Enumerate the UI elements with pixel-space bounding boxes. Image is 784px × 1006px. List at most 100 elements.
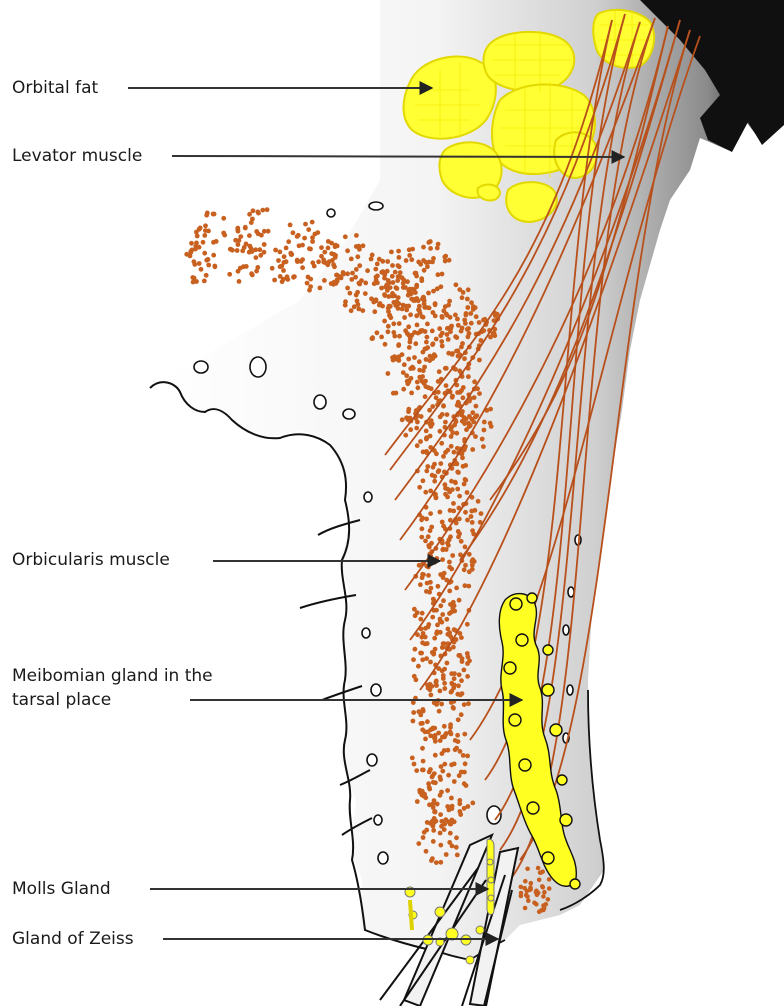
orbicularis-fiber-dot [457,801,462,806]
orbicularis-fiber-dot [272,278,277,283]
orbicularis-fiber-dot [438,510,443,515]
orbicularis-fiber-dot [440,272,445,277]
orbicularis-fiber-dot [438,738,443,743]
orbicularis-fiber-dot [438,461,443,466]
orbicularis-fiber-dot [415,443,420,448]
orbicularis-fiber-dot [472,379,477,384]
orbicularis-fiber-dot [291,230,296,235]
orbicularis-fiber-dot [396,274,401,279]
orbicularis-fiber-dot [429,693,434,698]
orbicularis-fiber-dot [447,538,452,543]
orbicularis-fiber-dot [466,287,471,292]
orbicularis-fiber-dot [471,420,476,425]
orbicularis-fiber-dot [408,312,413,317]
orbicularis-fiber-dot [418,617,423,622]
orbicularis-fiber-dot [442,686,447,691]
orbicularis-fiber-dot [433,302,438,307]
orbicularis-fiber-dot [447,560,452,565]
orbicularis-fiber-dot [421,478,426,483]
orbicularis-fiber-dot [474,314,479,319]
orbicularis-fiber-dot [458,749,463,754]
orbicularis-fiber-dot [433,809,438,814]
orbicularis-fiber-dot [448,722,453,727]
orbicularis-fiber-dot [285,277,290,282]
orbicularis-fiber-dot [464,783,469,788]
orbicularis-fiber-dot [420,374,425,379]
orbicularis-fiber-dot [428,489,433,494]
orbicularis-fiber-dot [442,827,447,832]
orbicularis-fiber-dot [432,726,437,731]
orbicularis-fiber-dot [391,391,396,396]
orbicularis-fiber-dot [470,801,475,806]
orbicularis-fiber-dot [244,264,249,269]
orbicularis-fiber-dot [419,651,424,656]
orbicularis-fiber-dot [457,287,462,292]
orbicularis-fiber-dot [419,535,424,540]
orbicularis-fiber-dot [427,770,432,775]
orbicularis-fiber-dot [416,841,421,846]
orbicularis-fiber-dot [322,278,327,283]
orbicularis-fiber-dot [453,738,458,743]
orbicularis-fiber-dot [445,495,450,500]
orbicularis-fiber-dot [205,211,210,216]
orbicularis-fiber-dot [335,273,340,278]
orbicularis-fiber-dot [389,250,394,255]
orbicularis-fiber-dot [396,301,401,306]
orbicularis-fiber-dot [211,253,216,258]
orbicularis-fiber-dot [466,326,471,331]
orbicularis-fiber-dot [470,520,475,525]
orbicularis-fiber-dot [450,395,455,400]
orbicularis-fiber-dot [420,611,425,616]
orbicularis-fiber-dot [472,395,477,400]
orbicularis-fiber-dot [211,212,216,217]
orbicularis-fiber-dot [451,509,456,514]
orbicularis-fiber-dot [416,307,421,312]
orbicularis-fiber-dot [288,223,293,228]
orbicularis-fiber-dot [421,759,426,764]
orbicularis-fiber-dot [422,268,427,273]
orbicularis-fiber-dot [444,617,449,622]
orbicularis-fiber-dot [409,297,414,302]
orbicularis-fiber-dot [449,732,454,737]
orbicularis-fiber-dot [247,212,252,217]
orbicularis-fiber-dot [425,322,430,327]
orbicularis-fiber-dot [238,266,243,271]
orbicularis-fiber-dot [391,300,396,305]
orbicularis-fiber-dot [413,290,418,295]
orbicularis-fiber-dot [415,323,420,328]
orbicularis-fiber-dot [450,553,455,558]
orbicularis-fiber-dot [402,315,407,320]
orbicularis-fiber-dot [408,427,413,432]
orbicularis-fiber-dot [446,337,451,342]
orbicularis-fiber-dot [415,380,420,385]
orbicularis-fiber-dot [237,238,242,243]
orbicularis-fiber-dot [431,256,436,261]
orbicularis-fiber-dot [465,661,470,666]
orbicularis-fiber-dot [429,424,434,429]
orbicularis-fiber-dot [463,510,468,515]
orbicularis-fiber-dot [420,526,425,531]
orbicularis-fiber-dot [396,295,401,300]
orbicularis-fiber-dot [469,514,474,519]
orbicularis-fiber-dot [379,286,384,291]
orbicularis-fiber-dot [424,517,429,522]
orbicularis-fiber-dot [370,253,375,258]
orbicularis-fiber-dot [455,470,460,475]
orbicularis-fiber-dot [365,268,370,273]
orbicularis-fiber-dot [438,689,443,694]
orbicularis-fiber-dot [248,244,253,249]
riolan-fiber-dot [536,891,541,896]
orbicularis-fiber-dot [445,632,450,637]
orbicularis-fiber-dot [434,496,439,501]
orbicularis-fiber-dot [465,518,470,523]
orbicularis-fiber-dot [411,710,416,715]
orbicularis-fiber-dot [404,373,409,378]
orbicularis-fiber-dot [341,270,346,275]
orbicularis-fiber-dot [404,308,409,313]
orbicularis-fiber-dot [442,667,447,672]
orbicularis-fiber-dot [332,264,337,269]
orbicularis-fiber-dot [421,709,426,714]
orbicularis-fiber-dot [421,450,426,455]
orbicularis-fiber-dot [407,345,412,350]
